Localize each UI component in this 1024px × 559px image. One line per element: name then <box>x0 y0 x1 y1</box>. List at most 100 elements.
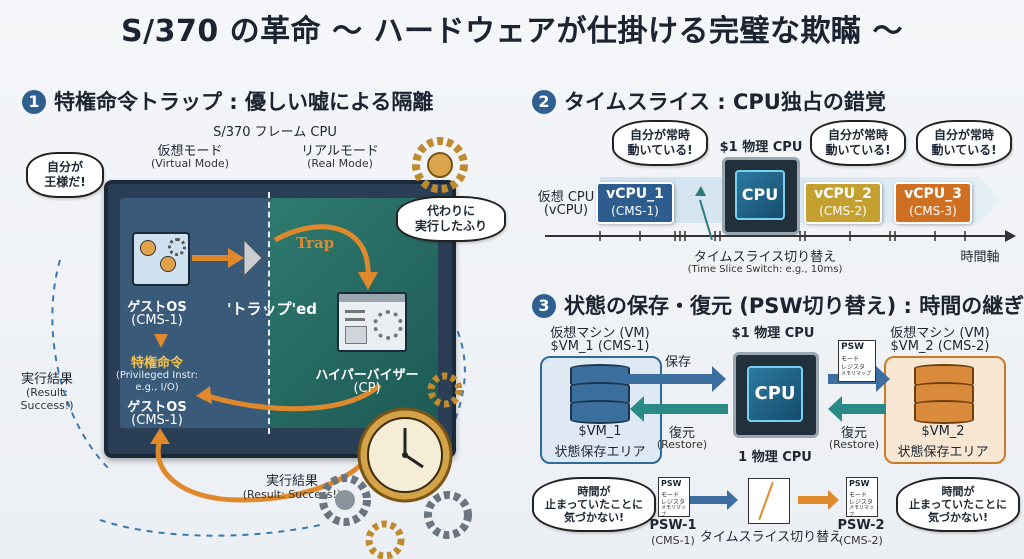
s3-switch-label: タイムスライス切り替え <box>699 530 843 545</box>
gear-icon <box>427 372 463 408</box>
vm1-title: 仮想マシン (VM) <box>550 326 650 341</box>
psw2-doc-title: PSW <box>849 479 870 488</box>
section-2-label: タイムスライス : CPU独占の錯覚 <box>564 90 886 114</box>
exec-result-left-en2: Success!) <box>20 399 74 412</box>
psw1-doc-l4: メモリマップ <box>661 505 687 518</box>
hypervisor-label: ハイパーバイザー <box>315 368 419 383</box>
virtual-mode-en: (Virtual Mode) <box>151 157 229 170</box>
gear-icon <box>424 491 472 539</box>
vcpu-2-name: vCPU_2 <box>814 186 872 202</box>
time-axis-label: 時間軸 <box>960 250 1000 265</box>
psw-doc-icon: PSW モード レジスタ メモリマップ <box>838 340 876 382</box>
mode-divider <box>268 192 270 434</box>
guest-os2-label: ゲストOS <box>127 400 187 415</box>
trapped-label: 'トラップ'ed <box>226 300 318 318</box>
vcpu-3-block: vCPU_3 (CMS-3) <box>894 182 972 224</box>
virtual-cpu-en: (vCPU) <box>543 203 589 218</box>
section-2-number: 2 <box>532 90 556 114</box>
section-3-number: 3 <box>532 294 556 318</box>
gear-icon <box>412 137 468 193</box>
psw1-doc-l3: レジスタ <box>661 499 686 506</box>
bubble-king: 自分が 王様だ! <box>26 152 104 198</box>
hypervisor-screen-icon <box>337 292 407 352</box>
clock-icon <box>357 407 453 503</box>
s3-physical-cpu-label: $1 物理 CPU <box>731 326 815 341</box>
trap-label: Trap <box>296 234 335 252</box>
restore-label-right: 復元 <box>840 426 867 441</box>
exec-result-left-en: (Result: <box>26 386 68 399</box>
vcpu-1-block: vCPU_1 (CMS-1) <box>596 182 674 224</box>
restore-en-right: (Restore) <box>828 438 880 451</box>
section-1-title: 1 特権命令トラップ : 優しい嘘による隔離 <box>22 86 433 116</box>
vcpu-3-sub: (CMS-3) <box>909 204 957 218</box>
virtual-cpu-label: 仮想 CPU <box>537 190 595 205</box>
vcpu-2-block: vCPU_2 (CMS-2) <box>804 182 882 224</box>
guest-os-label: ゲストOS <box>127 300 187 315</box>
gear-icon <box>319 474 371 526</box>
privileged-instr-en2: e.g., I/O) <box>135 382 179 393</box>
bubble-vcpu2: 自分が常時 動いている! <box>810 120 906 166</box>
bubble-left-stopped: 時間が 止まっていたことに 気づかない! <box>532 477 656 532</box>
vm2-storage-icon <box>914 364 974 424</box>
psw2-sub: (CMS-2) <box>839 534 883 547</box>
s3-cpu-chip: CPU <box>733 352 819 438</box>
psw-doc-l4: メモリマップ <box>841 371 872 377</box>
vm1-area-label: $VM_1 <box>578 424 622 439</box>
psw1-sub: (CMS-1) <box>651 534 695 547</box>
vm2-area-label2: 状態保存エリア <box>897 445 989 460</box>
section-1-number: 1 <box>22 90 46 114</box>
bubble-vcpu3: 自分が常時 動いている! <box>916 120 1012 166</box>
bubble-right-stopped: 時間が 止まっていたことに 気づかない! <box>896 477 1020 532</box>
exec-result-bottom-en: (Result: Success!) <box>242 488 342 501</box>
psw1-label: PSW-1 <box>649 518 697 533</box>
vm2-title: 仮想マシン (VM) <box>890 326 990 341</box>
section-1-label: 特権命令トラップ : 優しい嘘による隔離 <box>54 90 434 114</box>
s2-physical-cpu-label: $1 物理 CPU <box>719 140 803 155</box>
gear-icon <box>365 520 405 559</box>
s2-cpu-label: CPU <box>735 170 785 220</box>
vcpu-1-sub: (CMS-1) <box>611 204 659 218</box>
vm2-name: $VM_2 (CMS-2) <box>890 339 990 354</box>
real-mode-en: (Real Mode) <box>307 157 373 170</box>
time-slice-switch-label: タイムスライス切り替え <box>693 250 837 265</box>
psw2-doc-l2: モード <box>849 492 868 499</box>
hypervisor-cp: (CP) <box>353 381 381 396</box>
page-title: S/370 の革命 〜 ハードウェアが仕掛ける完璧な欺瞞 〜 <box>121 14 903 49</box>
psw1-doc-icon: PSW モード レジスタ メモリマップ <box>658 477 690 518</box>
time-slice-doc-icon <box>748 478 790 524</box>
save-label: 保存 <box>664 355 691 370</box>
vcpu-1-name: vCPU_1 <box>606 186 664 202</box>
vm1-area-label2: 状態保存エリア <box>554 445 646 460</box>
restore-en: (Restore) <box>656 438 708 451</box>
time-slice-switch-en: (Time Slice Switch: e.g., 10ms) <box>687 264 843 275</box>
privileged-instr-label: 特権命令 <box>130 356 183 371</box>
exec-result-left: 実行結果 <box>20 372 73 387</box>
psw-doc-l3: レジスタ <box>841 364 866 371</box>
guest-os-icon <box>132 232 190 286</box>
cpu-frame-label: S/370 フレーム CPU <box>213 125 337 140</box>
real-mode-label: リアルモード <box>301 144 379 159</box>
psw2-doc-l4: メモリマップ <box>849 505 875 518</box>
guest-os2-cms: (CMS-1) <box>131 413 183 428</box>
psw-doc-l2: モード <box>841 356 860 363</box>
psw-doc-title: PSW <box>841 342 865 352</box>
psw1-doc-title: PSW <box>661 479 682 488</box>
exec-result-bottom: 実行結果 <box>265 474 318 489</box>
s3-cpu-label: CPU <box>747 366 803 422</box>
vm2-area-label: $VM_2 <box>921 424 965 439</box>
vcpu-3-name: vCPU_3 <box>904 186 962 202</box>
bubble-vcpu1: 自分が常時 動いている! <box>612 120 708 166</box>
vcpu-2-sub: (CMS-2) <box>819 204 867 218</box>
privileged-instr-en: (Privileged Instr: <box>115 370 199 381</box>
section-3-label: 状態の保存・復元 (PSW切り替え) : 時間の継ぎ目 <box>564 294 1024 318</box>
down-arrow-icon <box>154 334 168 348</box>
psw2-doc-l3: レジスタ <box>849 499 874 506</box>
virtual-mode-label: 仮想モード <box>157 144 223 159</box>
section-3-title: 3 状態の保存・復元 (PSW切り替え) : 時間の継ぎ目 <box>532 290 1024 320</box>
s2-cpu-chip: CPU <box>722 157 800 235</box>
restore-label: 復元 <box>668 426 695 441</box>
s3-physical-cpu-bottom: 1 物理 CPU <box>738 450 812 465</box>
